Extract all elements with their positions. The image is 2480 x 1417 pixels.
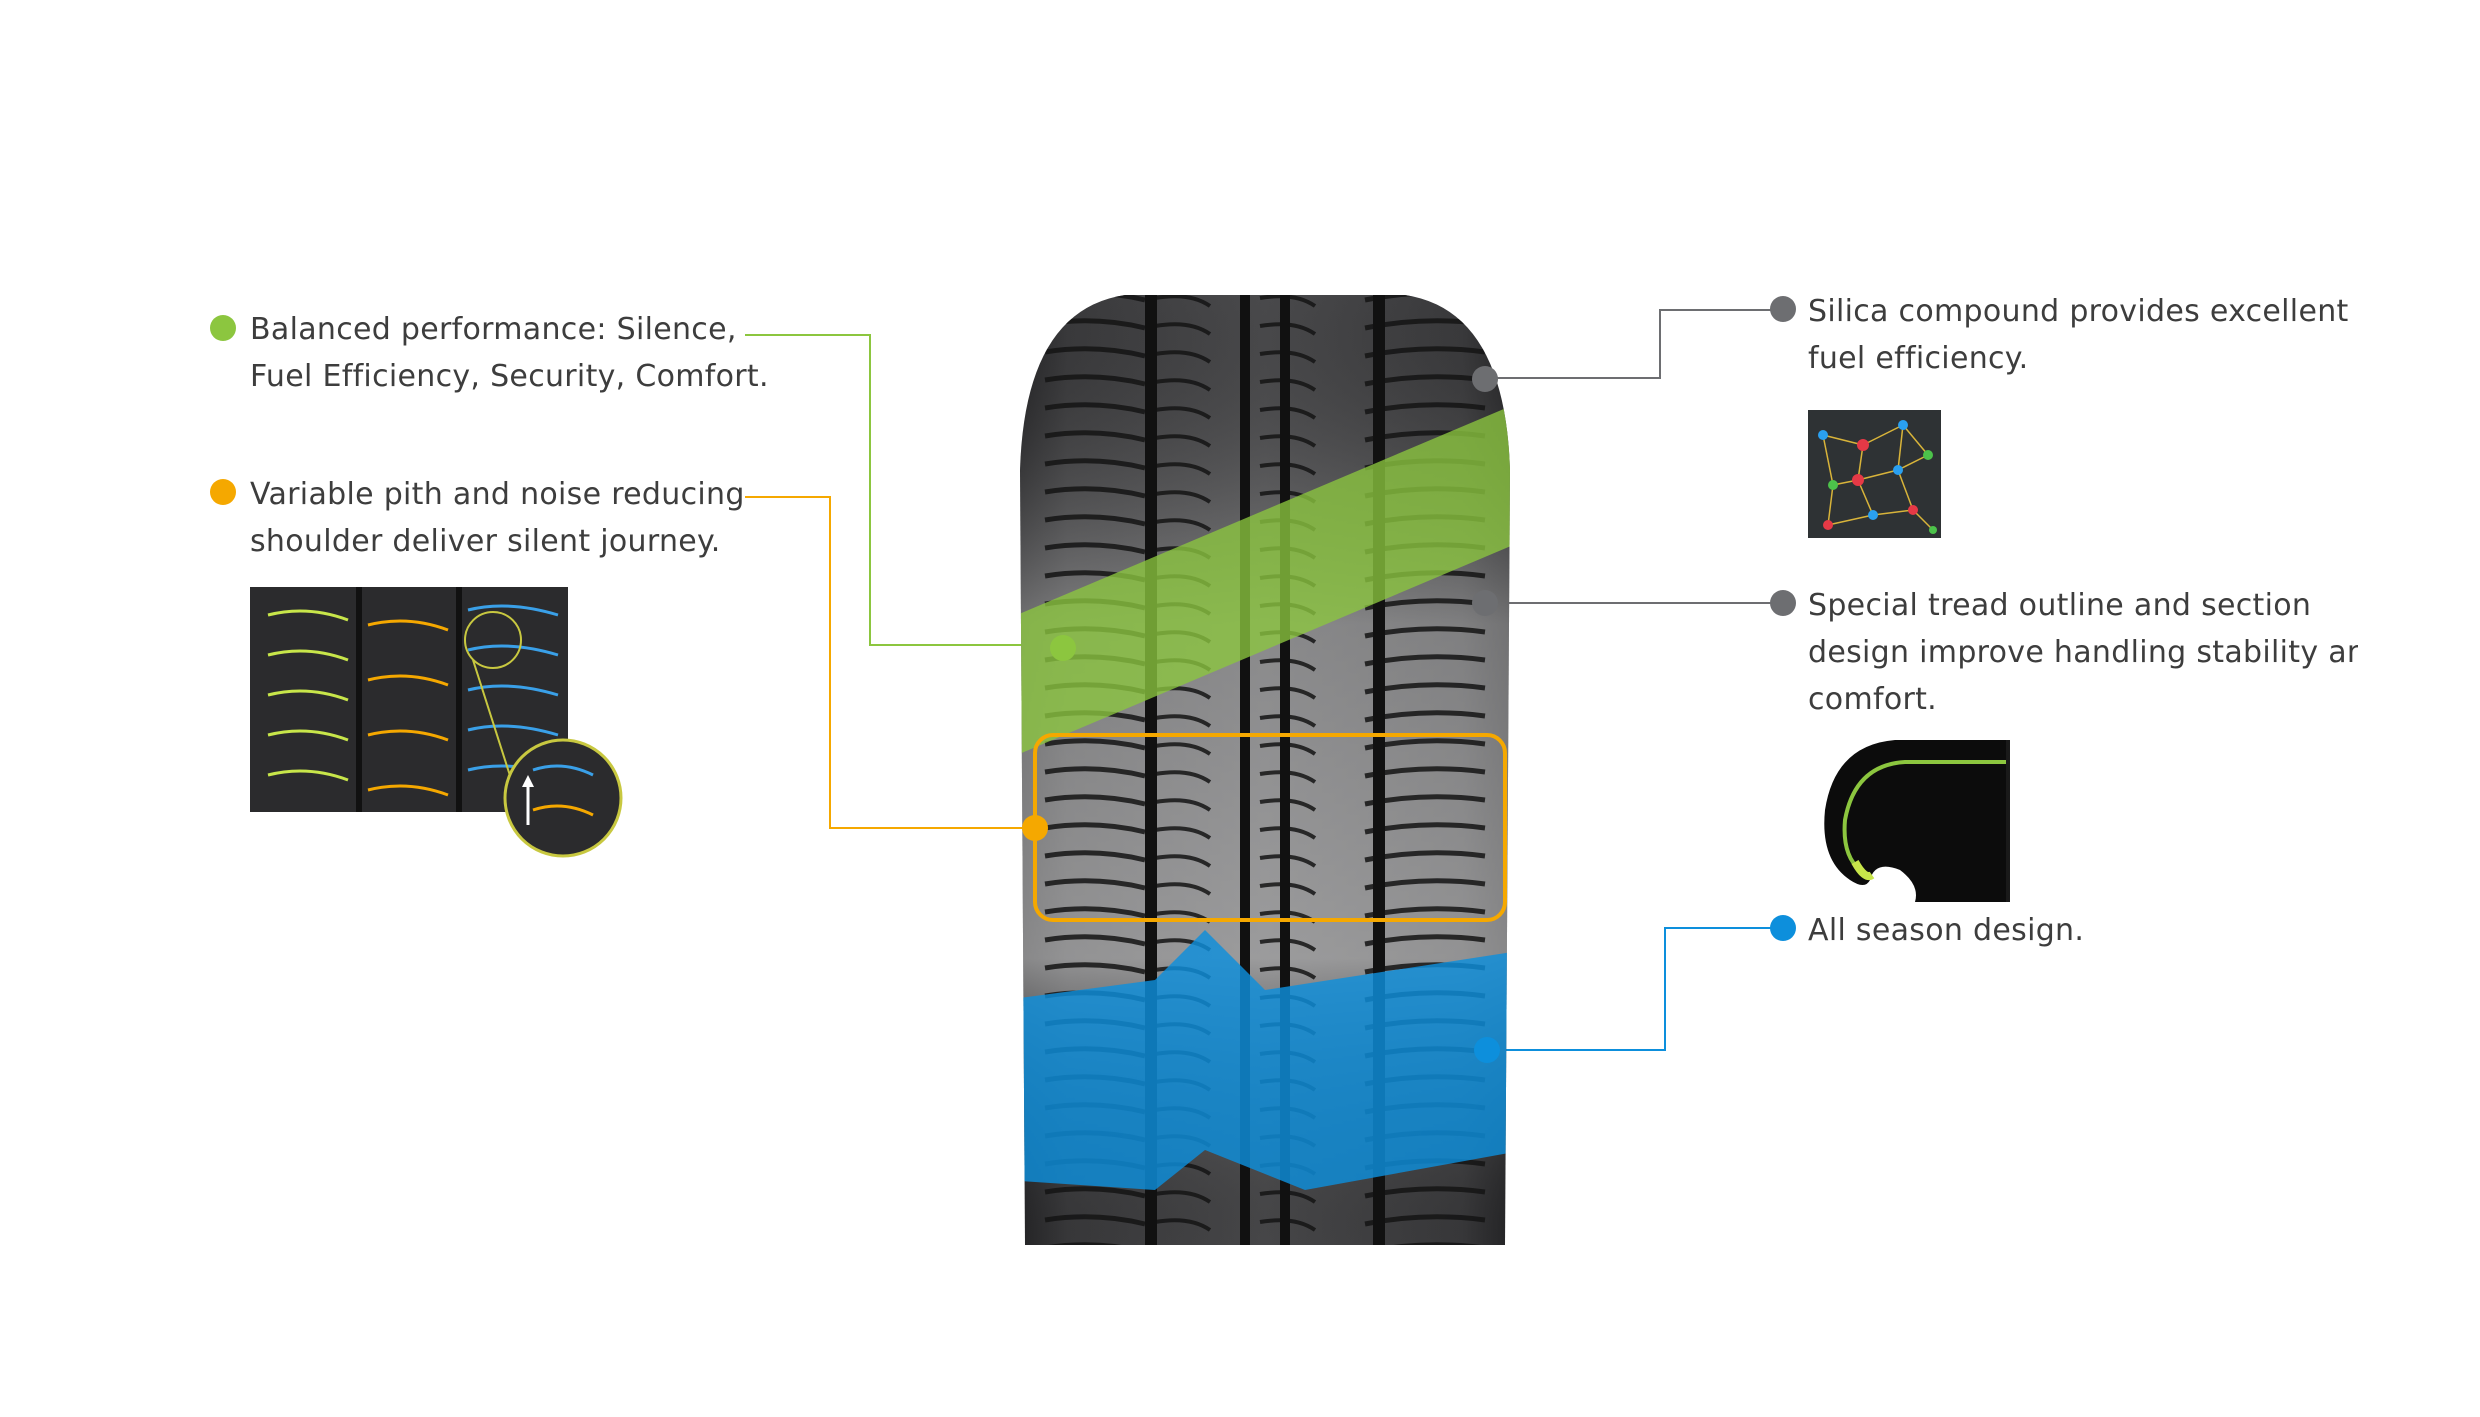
feature-line: All season design. [1808,913,2085,948]
silica-molecule-network-image [1808,410,1941,538]
feature-balanced-text: Balanced performance: Silence, Fuel Effi… [250,306,769,400]
grey-dot-icon [1472,366,1498,392]
feature-line: shoulder deliver silent journey. [250,524,721,559]
grey-dot-icon [1770,296,1796,322]
blue-dot-icon [1770,915,1796,941]
blue-dot-icon [1474,1037,1500,1063]
feature-line: comfort. [1808,682,1938,717]
feature-line: fuel efficiency. [1808,341,2029,376]
feature-pitch-text: Variable pith and noise reducing shoulde… [250,471,745,565]
feature-line: Special tread outline and section [1808,588,2312,623]
feature-line: Balanced performance: Silence, [250,312,737,347]
leader-line-silica [1485,309,1782,379]
orange-dot-icon [1022,815,1048,841]
orange-dot-icon [210,479,236,505]
green-dot-icon [210,315,236,341]
leader-line-balanced [745,334,1060,646]
feature-season-text: All season design. [1808,907,2084,954]
grey-dot-icon [1770,590,1796,616]
grey-dot-icon [1472,590,1498,616]
feature-line: Silica compound provides excellent [1808,294,2349,329]
tire-tread-illustration [1020,295,1510,1245]
feature-line: design improve handling stability and [1808,635,2358,670]
leader-line-pitch [745,496,1035,829]
feature-line: Fuel Efficiency, Security, Comfort. [250,359,769,394]
leader-line-season [1487,927,1782,1051]
pitch-sequence-closeup-image [250,587,623,858]
feature-line: Variable pith and noise reducing [250,477,745,512]
feature-tread-text: Special tread outline and section design… [1808,582,2358,723]
tire-section-profile-image [1824,740,2010,902]
feature-silica-text: Silica compound provides excellent fuel … [1808,288,2349,382]
green-dot-icon [1050,635,1076,661]
